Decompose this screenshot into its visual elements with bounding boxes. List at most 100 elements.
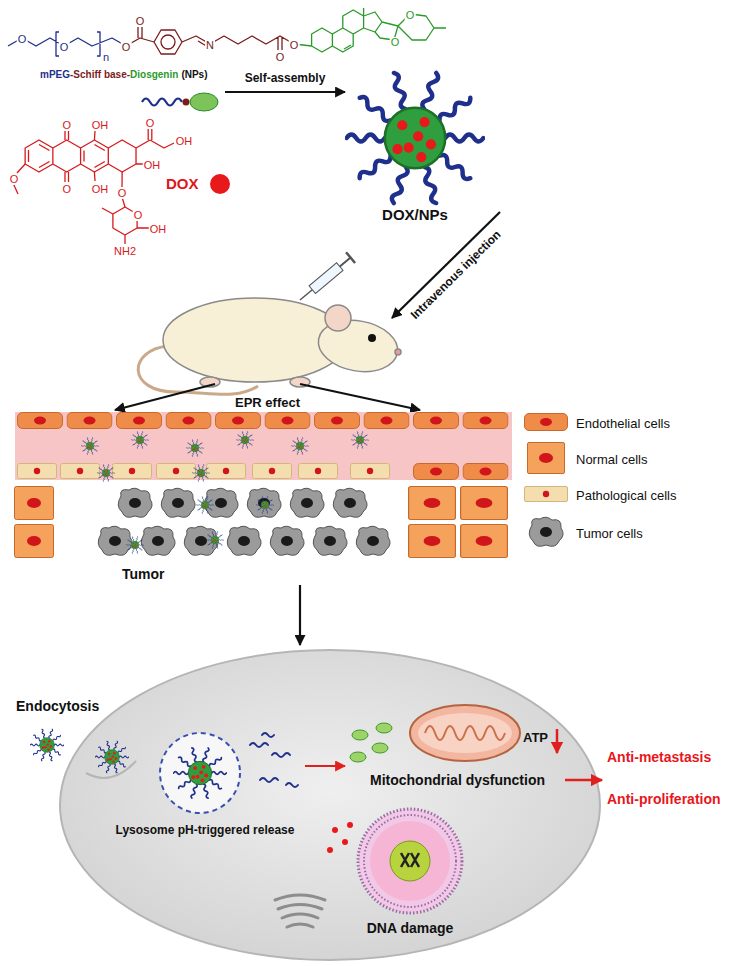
atom-label-holder: O [61, 179, 72, 197]
use-part [253, 464, 292, 479]
atom-label: OH [91, 184, 110, 195]
use-part [227, 526, 261, 555]
use-part [15, 487, 54, 520]
drug-label-holder: DOX [166, 175, 199, 193]
mouse [138, 298, 402, 394]
use-part [216, 413, 261, 429]
use-part [270, 526, 304, 555]
path-part [13, 130, 95, 194]
g-part [250, 733, 298, 787]
polymer-name-part: (NPs) [181, 69, 207, 81]
path-part [25, 140, 136, 172]
path-part [262, 733, 274, 737]
syringe [296, 252, 356, 305]
legend-sample [527, 442, 565, 474]
rect-part [309, 263, 343, 294]
connector-arrow [299, 585, 301, 645]
use-part [409, 525, 456, 558]
use-part [126, 536, 144, 553]
use-part [30, 729, 63, 761]
node-label-holder: DOX/NPs [345, 206, 485, 224]
use-part [142, 93, 218, 111]
use-part [174, 747, 227, 798]
outcome-label: Anti-metastasis [607, 749, 711, 766]
use-part [414, 413, 459, 429]
circle-part [327, 847, 333, 853]
use-part [351, 431, 369, 448]
vessel [15, 412, 512, 480]
ellipse-part [376, 723, 392, 733]
circle-part [347, 822, 353, 828]
ellipse-part [418, 713, 512, 753]
arrow-label-holder: Intravenous injection [406, 225, 505, 322]
legend-label: Tumor cells [576, 526, 643, 542]
circle-part [543, 491, 549, 497]
use-part [15, 525, 54, 558]
line-part [556, 729, 559, 753]
atom-label: OH [143, 160, 162, 171]
path-part [401, 853, 419, 867]
nucleus: DNA damage [345, 805, 475, 940]
line-part [346, 252, 355, 263]
use-part [98, 526, 132, 555]
use-part [95, 741, 128, 773]
ellipse-part [540, 418, 552, 426]
circle-part [368, 334, 376, 342]
atom-label-holder: O [390, 32, 401, 50]
polymer-group: mPEG-Schiff base-Diosgenin(NPs) [40, 64, 225, 116]
use-part [414, 464, 459, 480]
legend-sample [524, 413, 568, 431]
atom-label: O [133, 210, 144, 221]
g-part [327, 822, 353, 853]
use-part [333, 488, 367, 517]
use-part [290, 488, 324, 517]
circle-part [342, 839, 348, 845]
atom-label-holder: n [102, 47, 110, 65]
use-part [204, 488, 238, 517]
cell-heading-holder: Endocytosis [16, 697, 99, 715]
legend-label-holder: Normal cells [576, 450, 648, 468]
atom-label-holder: O [145, 113, 156, 131]
organelle-label: DNA damage [367, 920, 454, 937]
atom-label-holder: OH [149, 219, 168, 237]
use-part [113, 464, 152, 479]
atp-label: ATP [523, 730, 548, 746]
outcome-label-holder: Anti-metastasis [607, 748, 711, 766]
mitochondrion: Mitochondrial dysfunction ATP [345, 695, 570, 800]
use-part [192, 464, 210, 481]
drug-label: DOX [166, 175, 199, 193]
use-part [313, 526, 347, 555]
path-part [278, 905, 322, 910]
atom-label: OH [175, 136, 194, 147]
edge-label: Self-assembly [243, 71, 328, 85]
atom-label: O [405, 10, 416, 21]
cell-heading: Endocytosis [16, 698, 99, 715]
legend-swatch [527, 442, 565, 474]
legend-swatch [524, 413, 568, 431]
polymer-name-part: Diosgenin [130, 69, 178, 81]
use-part [356, 526, 390, 555]
atom-label: OH [91, 120, 110, 131]
path-part [126, 26, 294, 54]
circle-part [325, 305, 351, 331]
ellipse-part [350, 752, 366, 762]
atom-label-holder: O [275, 47, 286, 65]
path-part [286, 783, 298, 787]
use-part [131, 431, 149, 448]
use-part [117, 413, 162, 429]
atom-label: O [289, 40, 300, 51]
atom-label: O [117, 188, 128, 199]
use-part [315, 413, 360, 429]
nanoparticle-shape [345, 68, 485, 208]
connector-arrow [225, 91, 345, 93]
atom-label: O [390, 37, 401, 48]
legend-sample [524, 486, 568, 502]
legend-swatch [524, 486, 568, 502]
organelle-label: Mitochondrial dysfunction [370, 772, 545, 789]
use-part [157, 464, 196, 479]
tissue-region: EPR effectTumor [12, 393, 517, 585]
use-part [186, 439, 204, 456]
